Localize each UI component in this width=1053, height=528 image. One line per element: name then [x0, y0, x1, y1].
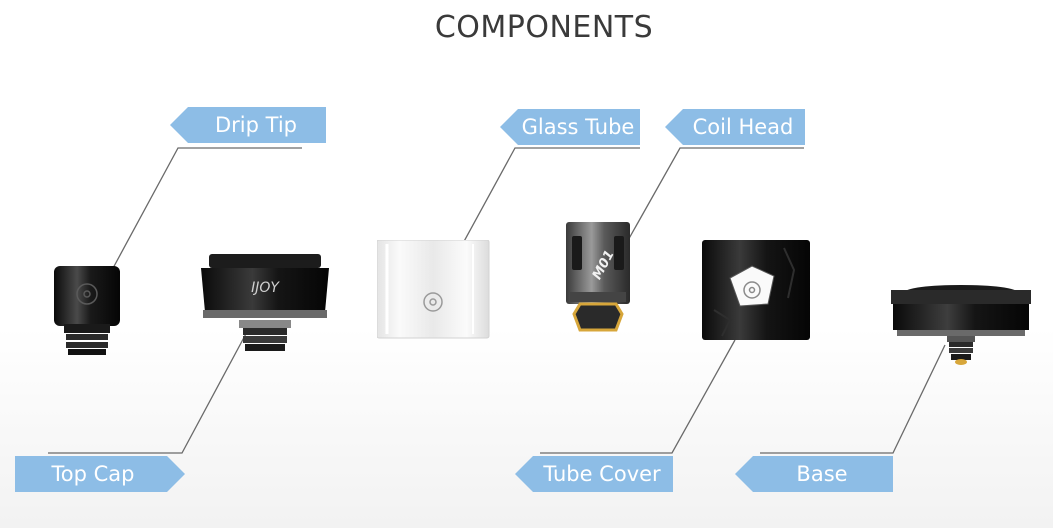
base-image [891, 285, 1031, 365]
glass-tube-label: Glass Tube [500, 109, 640, 145]
drip-tip-image [54, 266, 120, 355]
top-cap-label: Top Cap [15, 456, 185, 492]
coil-head-image: M01 [566, 222, 630, 332]
tube-cover-image [702, 240, 810, 340]
brand-mark: IJOY [251, 280, 280, 296]
drip-tip-label: Drip Tip [170, 107, 326, 143]
base-label: Base [735, 456, 893, 492]
top-cap-leader [48, 329, 249, 454]
top-cap-image: IJOY [201, 254, 329, 351]
page-title: COMPONENTS [434, 10, 654, 45]
tube-cover-label: Tube Cover [515, 456, 673, 492]
glass-tube-image [377, 240, 490, 339]
tube-cover-leader [540, 339, 736, 454]
drip-tip-leader [111, 147, 302, 271]
base-leader [760, 344, 946, 454]
coil-head-label: Coil Head [665, 109, 805, 145]
